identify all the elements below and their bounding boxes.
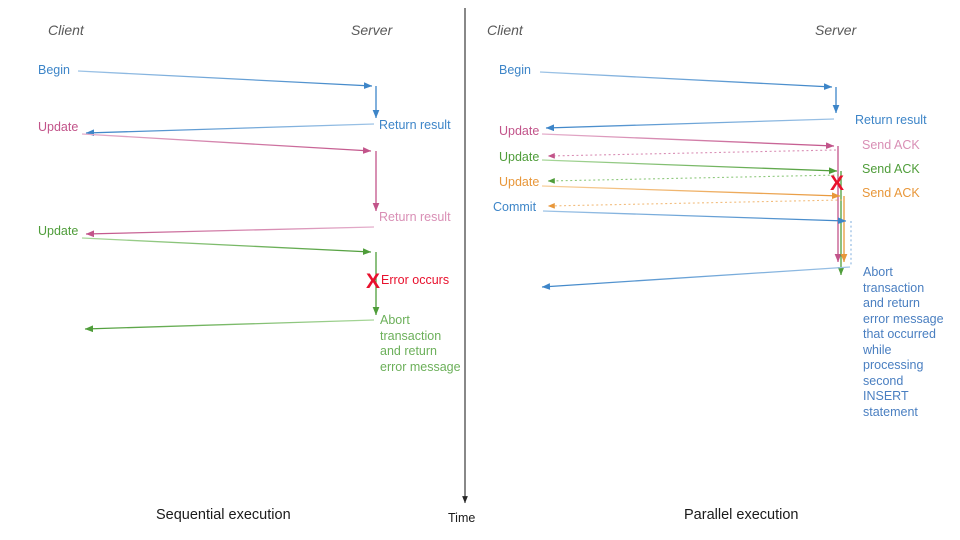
parallel-error-x-icon: X (830, 172, 845, 195)
parallel-abort-message: Abort transaction and return error messa… (863, 265, 944, 419)
sequential-client-header: Client (48, 22, 84, 38)
arrow-send-ack-pink (547, 149, 837, 159)
sequential-caption: Sequential execution (156, 507, 291, 523)
arrow-abort-blue (541, 266, 851, 290)
arrow-send-ack-green (547, 174, 840, 184)
parallel-client-label-update-3: Update (499, 175, 540, 189)
sequential-error-label: Error occurs (381, 273, 450, 287)
parallel-server-header: Server (815, 22, 857, 38)
parallel-client-header: Client (487, 22, 523, 38)
arrow-update-green-request (81, 237, 372, 255)
sequential-abort-message: Abort transaction and return error messa… (380, 313, 461, 374)
arrow-begin-request (77, 70, 373, 89)
arrow-return-result-blue (85, 123, 375, 137)
sequential-server-label-return-result-1: Return result (379, 118, 451, 132)
arrow-update-orange-request-p (541, 185, 841, 200)
arrow-return-result-blue-p (545, 118, 835, 132)
sequential-client-label-update-1: Update (38, 120, 79, 134)
parallel-client-label-update-1: Update (499, 124, 540, 138)
parallel-panel-arrows (539, 71, 852, 290)
sequential-error-x-icon: X (366, 270, 381, 293)
arrow-begin-request-p (539, 71, 833, 90)
arrow-return-result-pink (85, 226, 375, 238)
sequential-server-header: Server (351, 22, 393, 38)
arrow-abort-green (84, 319, 375, 333)
parallel-server-label-return-result: Return result (855, 113, 927, 127)
parallel-client-label-update-2: Update (499, 150, 540, 164)
parallel-client-label-commit: Commit (493, 200, 537, 214)
time-axis-label: Time (448, 511, 476, 525)
parallel-caption: Parallel execution (684, 507, 799, 523)
sequential-server-label-return-result-2: Return result (379, 210, 451, 224)
parallel-client-label-begin: Begin (499, 63, 531, 77)
sequential-panel-arrows (77, 70, 380, 333)
arrow-update-green-request-p (541, 159, 838, 175)
arrow-send-ack-orange (547, 199, 843, 209)
parallel-server-label-send-ack-2: Send ACK (862, 162, 920, 176)
sequential-client-label-update-2: Update (38, 224, 79, 238)
arrow-commit-request (542, 210, 847, 225)
sequential-client-label-begin: Begin (38, 63, 70, 77)
parallel-server-label-send-ack-1: Send ACK (862, 138, 920, 152)
parallel-server-label-send-ack-3: Send ACK (862, 186, 920, 200)
arrow-update-pink-request (81, 133, 372, 154)
arrow-update-pink-request-p (541, 133, 835, 150)
